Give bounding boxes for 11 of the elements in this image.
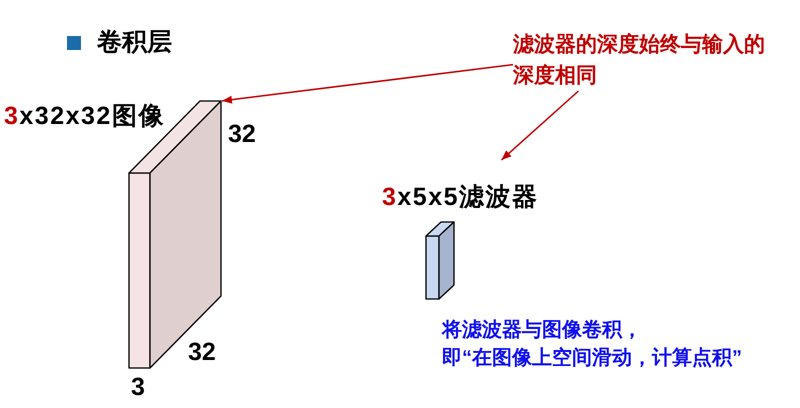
dimension-label: 32 — [228, 122, 256, 147]
dimension-label: 32 — [188, 340, 216, 365]
note-text: 将滤波器与图像卷积， — [442, 320, 642, 340]
title: 卷积层 — [97, 30, 172, 55]
dimension-label: 3 — [131, 375, 145, 400]
note-text: 滤波器的深度始终与输入的深度相同 — [513, 29, 775, 91]
volume-label: 3x32x32图像 — [4, 104, 165, 129]
filter-label: 3x5x5滤波器 — [382, 185, 539, 210]
arrow — [500, 90, 579, 161]
note-text: 即“在图像上空间滑动，计算点积” — [442, 348, 742, 368]
arrow — [222, 64, 514, 104]
